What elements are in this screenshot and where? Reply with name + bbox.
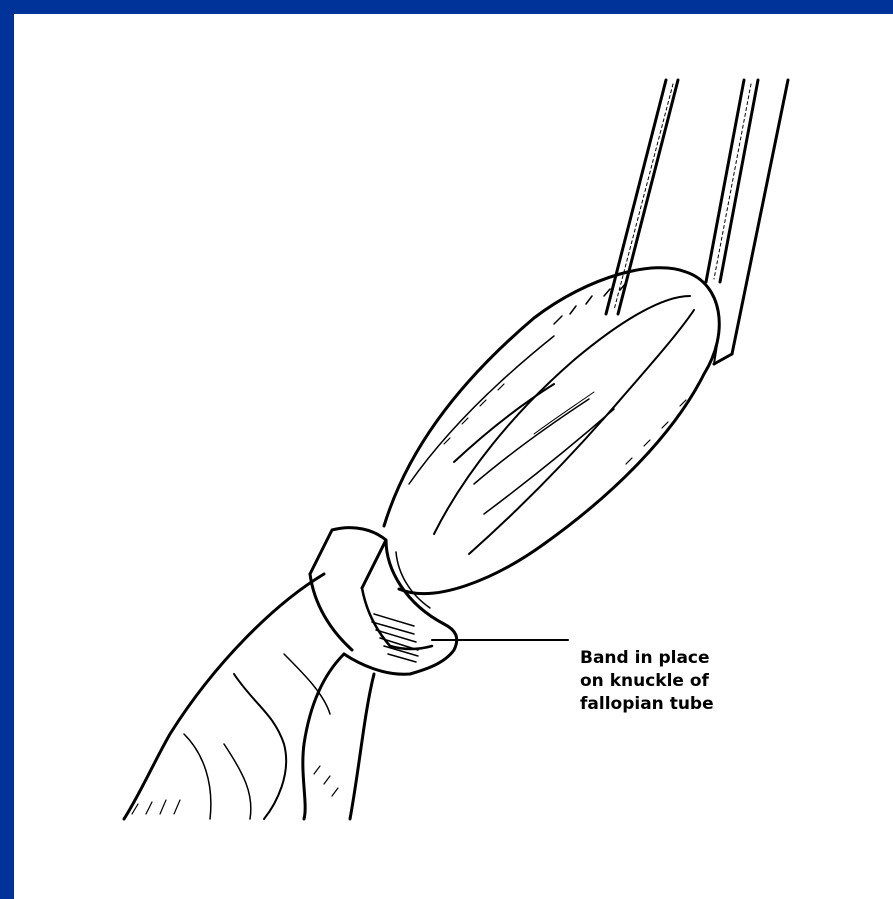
- annotation-line-2: on knuckle of: [580, 670, 800, 693]
- slide-canvas: Band in place on knuckle of fallopian tu…: [14, 14, 893, 899]
- applicator-prongs: [606, 80, 788, 364]
- silicone-band: [310, 528, 457, 675]
- tubal-ligation-band-illustration: [14, 14, 893, 899]
- band-annotation-label: Band in place on knuckle of fallopian tu…: [580, 647, 800, 716]
- tube-knuckle: [384, 268, 719, 594]
- annotation-line-1: Band in place: [580, 647, 800, 670]
- lower-tube: [124, 574, 374, 819]
- annotation-line-3: fallopian tube: [580, 693, 800, 716]
